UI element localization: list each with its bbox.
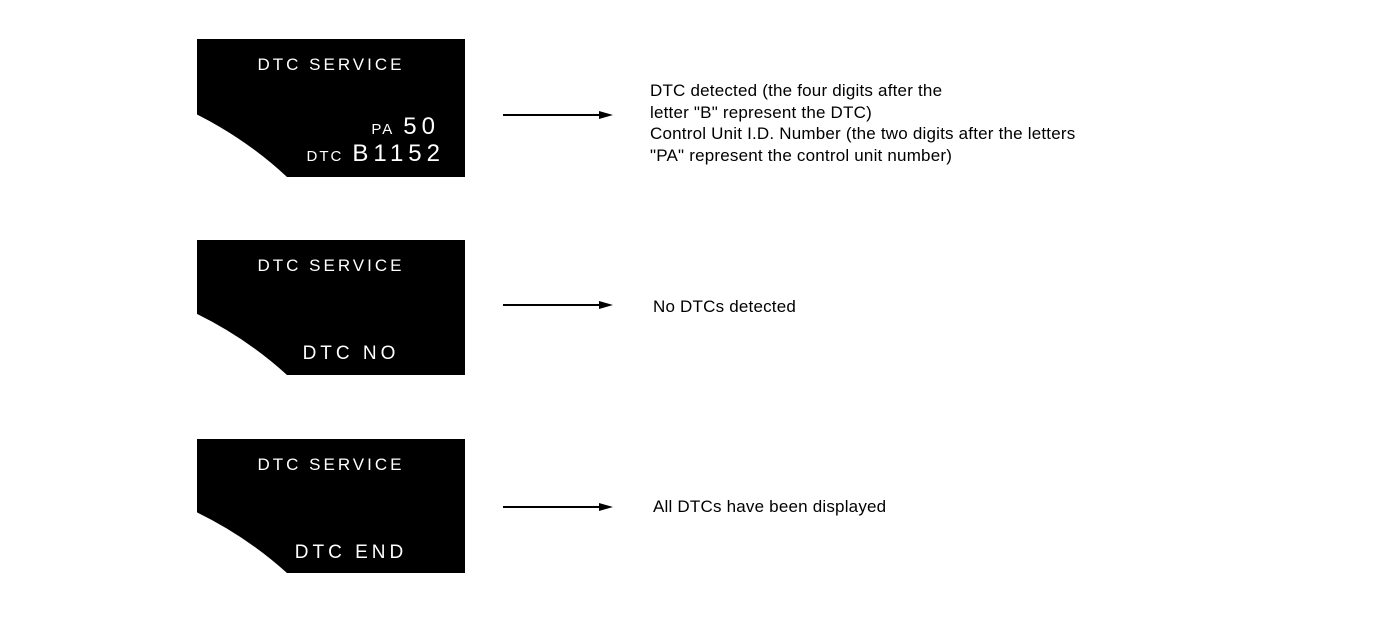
control-unit-id-value: 50 bbox=[403, 113, 440, 140]
annotation-line: letter "B" represent the DTC) bbox=[650, 102, 872, 122]
annotation-dtc-detected: DTC detected (the four digits after the … bbox=[650, 80, 1075, 166]
annotation-line: No DTCs detected bbox=[653, 297, 797, 316]
dtc-code-line: DTC B1152 bbox=[307, 140, 445, 168]
arrow-right-icon bbox=[503, 111, 613, 119]
screen-title: DTC SERVICE bbox=[257, 55, 405, 74]
annotation-line: All DTCs have been displayed bbox=[653, 497, 887, 516]
dtc-status-text: DTC NO bbox=[302, 343, 400, 364]
dtc-code-value: B1152 bbox=[352, 140, 445, 167]
annotation-all-displayed: All DTCs have been displayed bbox=[653, 496, 886, 518]
control-unit-id-label: PA bbox=[371, 121, 395, 138]
screen-display-dtc-detected: DTC SERVICE PA 50 DTC B1152 bbox=[197, 39, 465, 177]
screen-shape bbox=[197, 39, 465, 177]
control-unit-id-line: PA 50 bbox=[371, 113, 440, 141]
screen-shape bbox=[197, 240, 465, 375]
screen-shape bbox=[197, 439, 465, 573]
annotation-line: Control Unit I.D. Number (the two digits… bbox=[650, 124, 1076, 143]
screen-title: DTC SERVICE bbox=[257, 256, 405, 275]
screen-display-dtc-end: DTC SERVICE DTC END bbox=[197, 439, 465, 573]
dtc-status-text: DTC END bbox=[294, 542, 408, 563]
arrow-right-icon bbox=[503, 503, 613, 511]
annotation-line: DTC detected (the four digits after the bbox=[650, 81, 943, 100]
dtc-code-label: DTC bbox=[306, 148, 344, 165]
screen-display-no-dtc: DTC SERVICE DTC NO bbox=[197, 240, 465, 375]
arrow-right-icon bbox=[503, 301, 613, 309]
screen-title: DTC SERVICE bbox=[257, 455, 405, 474]
annotation-no-dtc: No DTCs detected bbox=[653, 296, 796, 318]
annotation-line: "PA" represent the control unit number) bbox=[650, 145, 953, 165]
